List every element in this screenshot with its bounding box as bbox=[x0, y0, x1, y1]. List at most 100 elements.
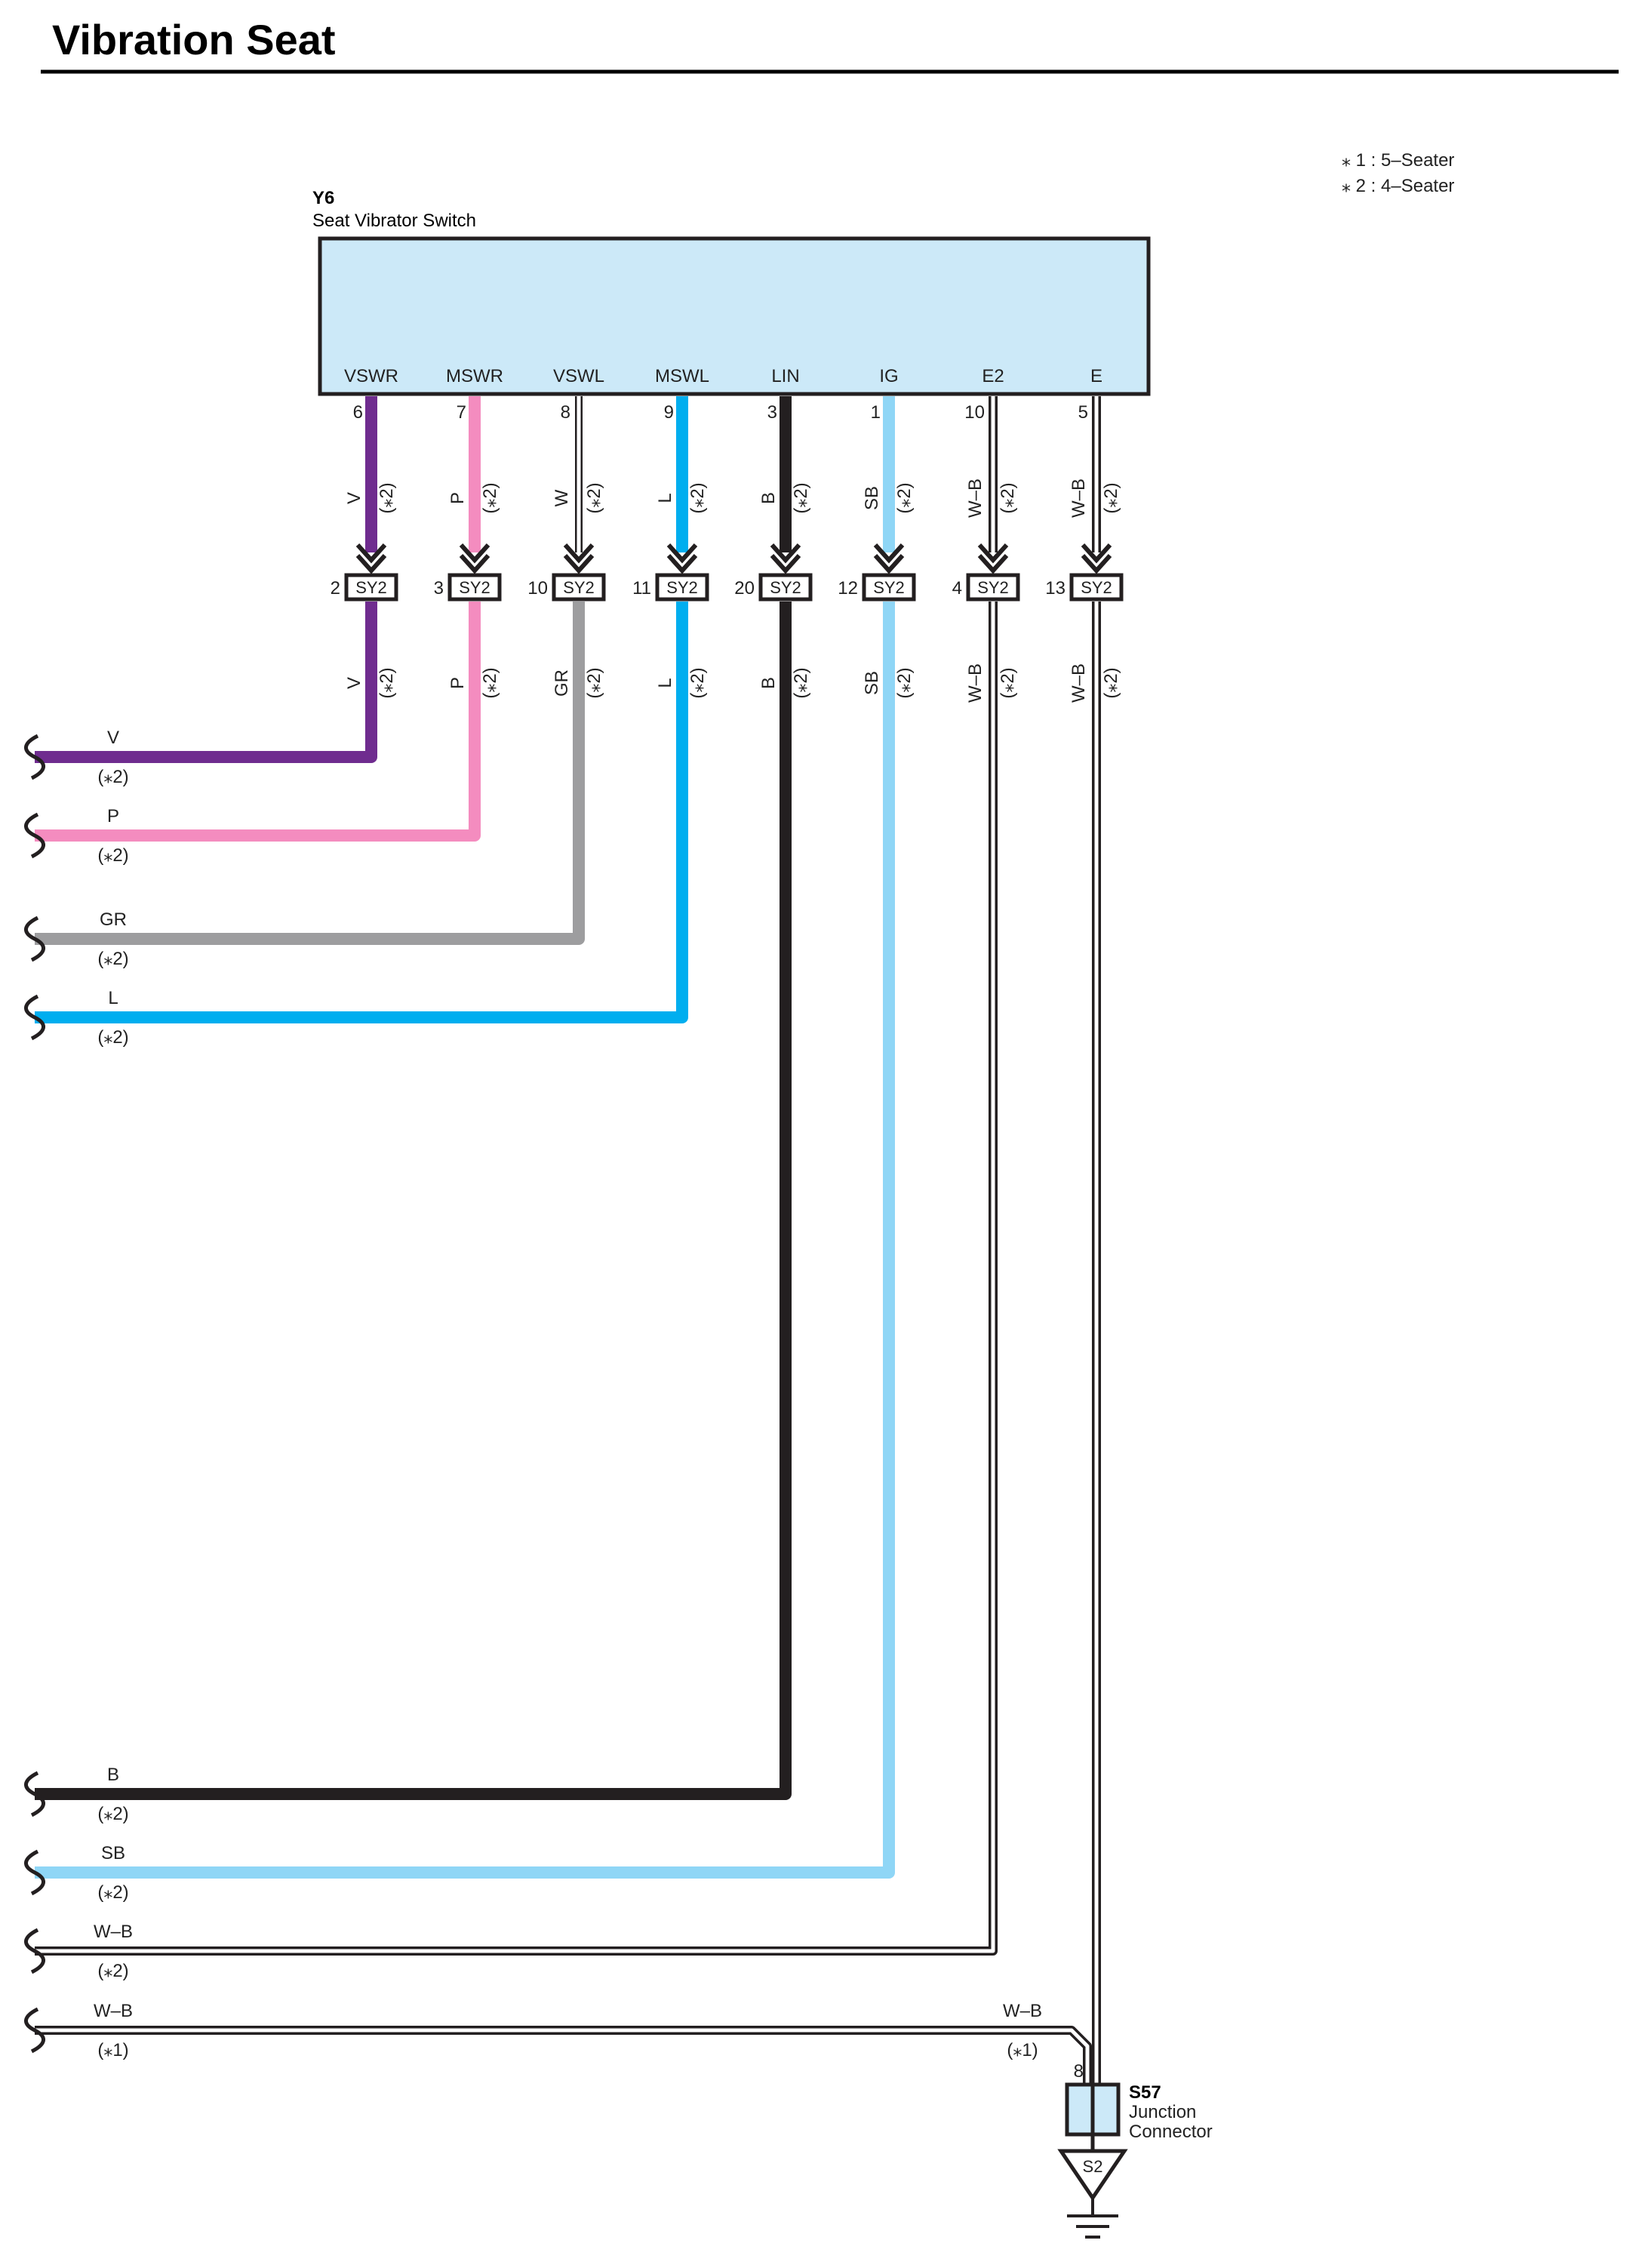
wire-wb-star1 bbox=[35, 2028, 1090, 2083]
switch-pin-mswl: 9 bbox=[664, 402, 674, 423]
sy2-connectors bbox=[344, 573, 1124, 602]
upper-color-wb-e: W–B bbox=[1069, 479, 1089, 518]
sy2-box bbox=[758, 573, 813, 602]
lower-note-l: (⁎2) bbox=[687, 667, 708, 698]
upper-color-p: P bbox=[447, 492, 468, 504]
switch-pin-e: 5 bbox=[1078, 402, 1088, 423]
upper-note-wb-e2: (⁎2) bbox=[998, 482, 1018, 513]
chevron-icon bbox=[977, 543, 1009, 574]
switch-pin-lin: 3 bbox=[767, 402, 777, 423]
wire-wb-e2-lower-outline bbox=[35, 602, 998, 1956]
lower-note-wb-e: (⁎2) bbox=[1101, 667, 1121, 698]
terminal-label-vswr: VSWR bbox=[344, 366, 398, 386]
junction-pin: 8 bbox=[1074, 2061, 1084, 2082]
terminal-label-vswl: VSWL bbox=[553, 366, 604, 386]
junction-name-line1: Junction bbox=[1129, 2102, 1196, 2122]
sy2-box bbox=[1069, 573, 1124, 602]
output-note-p: (⁎2) bbox=[97, 845, 128, 866]
output-color-p: P bbox=[107, 806, 119, 826]
lower-wires bbox=[35, 602, 1101, 2083]
sy2-pin-e2: 4 bbox=[952, 578, 962, 599]
upper-color-v: V bbox=[344, 492, 364, 504]
legend-item-1: ⁎ 1 : 5–Seater bbox=[1342, 150, 1454, 171]
output-note-l: (⁎2) bbox=[97, 1027, 128, 1048]
junction-wire-note: (⁎1) bbox=[1007, 2040, 1038, 2060]
lower-color-p: P bbox=[447, 677, 468, 689]
terminal-label-e2: E2 bbox=[982, 366, 1004, 386]
chevron-icon bbox=[666, 543, 698, 574]
upper-wires bbox=[365, 396, 1101, 552]
wire-break-icon bbox=[24, 1849, 45, 1896]
output-note-v: (⁎2) bbox=[97, 767, 128, 787]
lower-color-sb: SB bbox=[862, 671, 882, 695]
lower-note-v: (⁎2) bbox=[377, 667, 397, 698]
sy2-label: SY2 bbox=[873, 578, 905, 597]
sy2-pin-e: 13 bbox=[1045, 578, 1066, 599]
sy2-label: SY2 bbox=[977, 578, 1009, 597]
output-color-sb: SB bbox=[101, 1843, 125, 1863]
wire-break-icon bbox=[24, 2007, 45, 2054]
upper-note-w: (⁎2) bbox=[584, 482, 604, 513]
sy2-label: SY2 bbox=[770, 578, 801, 597]
output-note-sb: (⁎2) bbox=[97, 1882, 128, 1903]
wire-break-icon bbox=[24, 1928, 45, 1974]
seat-vibrator-switch-box bbox=[318, 236, 1151, 396]
switch-code: Y6 bbox=[312, 188, 334, 208]
junction-name-line2: Connector bbox=[1129, 2122, 1213, 2142]
output-color-v: V bbox=[107, 728, 119, 748]
sy2-label: SY2 bbox=[563, 578, 595, 597]
wire-gr-lower bbox=[35, 602, 585, 945]
terminal-label-e: E bbox=[1090, 366, 1102, 386]
sy2-box bbox=[552, 573, 606, 602]
chevron-icon bbox=[1081, 543, 1112, 574]
wire-v-lower bbox=[35, 602, 377, 763]
sy2-box bbox=[447, 573, 502, 602]
wire-break-icon bbox=[24, 916, 45, 962]
chevron-icon bbox=[355, 543, 387, 574]
ground-code: S2 bbox=[1083, 2157, 1103, 2176]
upper-note-v: (⁎2) bbox=[377, 482, 397, 513]
sy2-label: SY2 bbox=[355, 578, 387, 597]
sy2-pin-ig: 12 bbox=[838, 578, 858, 599]
sy2-label: SY2 bbox=[1081, 578, 1112, 597]
output-note-wb-e2: (⁎2) bbox=[97, 1961, 128, 1981]
sy2-pin-vswr: 2 bbox=[331, 578, 340, 599]
output-note-b: (⁎2) bbox=[97, 1804, 128, 1824]
switch-pin-e2: 10 bbox=[964, 402, 985, 423]
upper-color-wb-e2: W–B bbox=[965, 479, 986, 518]
output-color-l: L bbox=[108, 988, 118, 1008]
chevron-icon bbox=[459, 543, 490, 574]
chevron-icon bbox=[563, 543, 595, 574]
sy2-pin-mswl: 11 bbox=[632, 578, 651, 599]
upper-note-p: (⁎2) bbox=[480, 482, 500, 513]
ground-icon bbox=[1067, 2198, 1118, 2239]
upper-note-b: (⁎2) bbox=[791, 482, 811, 513]
ground-triangle-icon bbox=[1057, 2149, 1128, 2202]
upper-color-b: B bbox=[758, 492, 779, 504]
sy2-box bbox=[344, 573, 398, 602]
lower-note-b: (⁎2) bbox=[791, 667, 811, 698]
terminal-label-mswl: MSWL bbox=[655, 366, 709, 386]
lower-note-p: (⁎2) bbox=[480, 667, 500, 698]
switch-pin-ig: 1 bbox=[871, 402, 881, 423]
lower-note-gr: (⁎2) bbox=[584, 667, 604, 698]
output-color-gr: GR bbox=[100, 909, 127, 930]
wire-break-icon bbox=[24, 994, 45, 1041]
wire-wb-e2-lower bbox=[35, 602, 995, 1953]
wire-break-symbols bbox=[24, 734, 45, 2054]
upper-note-wb-e: (⁎2) bbox=[1101, 482, 1121, 513]
output-color-wb-star1: W–B bbox=[94, 2001, 133, 2021]
sy2-label: SY2 bbox=[459, 578, 490, 597]
lower-color-gr: GR bbox=[552, 669, 572, 697]
page-title: Vibration Seat bbox=[52, 16, 336, 63]
junction-code: S57 bbox=[1129, 2082, 1161, 2103]
upper-color-w: W bbox=[552, 489, 572, 506]
switch-pin-mswr: 7 bbox=[457, 402, 466, 423]
sy2-box bbox=[862, 573, 916, 602]
wire-l-lower bbox=[35, 602, 688, 1023]
terminal-label-ig: IG bbox=[879, 366, 898, 386]
output-note-gr: (⁎2) bbox=[97, 949, 128, 969]
lower-note-sb: (⁎2) bbox=[894, 667, 915, 698]
sy2-label: SY2 bbox=[666, 578, 698, 597]
